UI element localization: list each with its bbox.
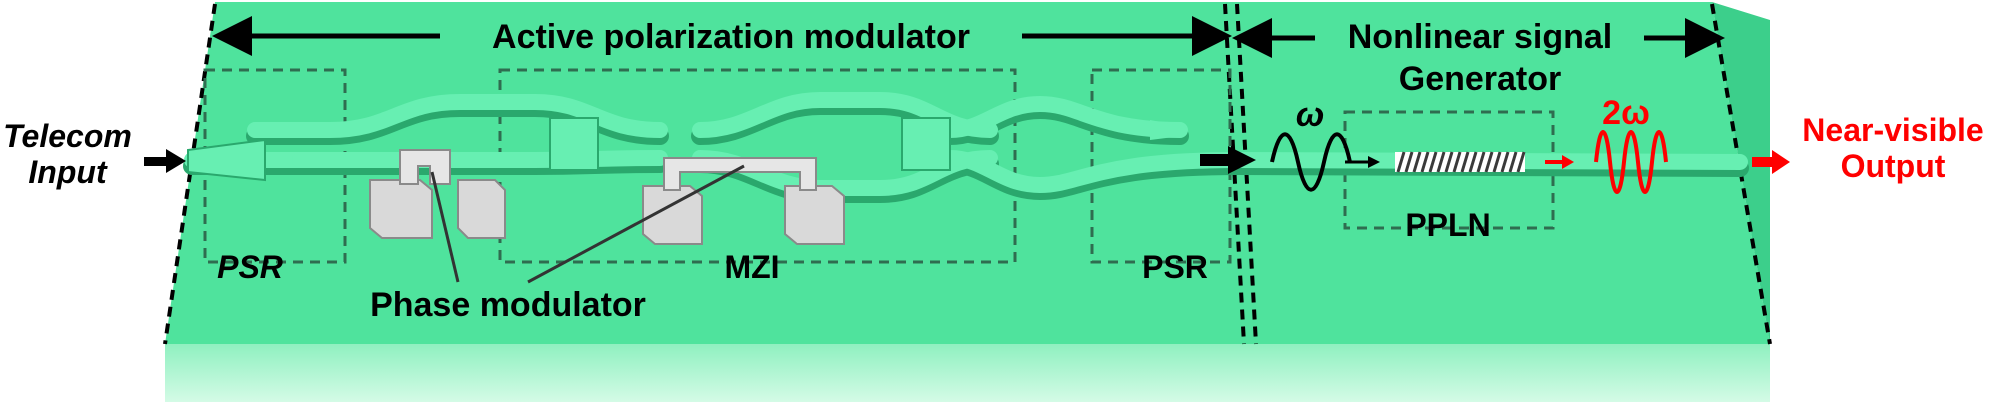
psr-right-label: PSR [1142, 249, 1208, 285]
near-visible-output-label: Near-visible Output [1790, 112, 1996, 184]
telecom-input-line2: Input [28, 154, 107, 190]
input-taper [187, 138, 266, 182]
chip-front-face [165, 344, 1770, 402]
phase-modulator-pointer-1 [430, 171, 460, 283]
modulator-output-arrow [1200, 146, 1256, 174]
output-arrow [1752, 150, 1790, 174]
phase-modulator-pointer-2 [527, 164, 745, 284]
mzi-electrode [642, 157, 845, 245]
omega-wave [1270, 132, 1352, 192]
modulator-title: Active polarization modulator [492, 18, 970, 56]
ppln-output-arrow [1545, 155, 1574, 169]
mmi-coupler-2 [901, 117, 951, 171]
telecom-input-line1: Telecom [3, 118, 132, 154]
phase-modulator-label: Phase modulator [370, 286, 646, 324]
psr-left-label: PSR [217, 249, 283, 285]
psr-right-box [1090, 68, 1232, 264]
telecom-input-label: Telecom Input [0, 118, 135, 190]
mzi-label: MZI [724, 249, 779, 285]
omega-label: ω [1296, 96, 1324, 134]
mmi-coupler-1 [549, 117, 599, 171]
near-visible-output-line1: Near-visible [1802, 112, 1984, 148]
two-omega-label: 2ω [1602, 94, 1650, 132]
near-visible-output-line2: Output [1840, 148, 1946, 184]
generator-title-line1: Nonlinear signal [1348, 18, 1613, 56]
ppln-label: PPLN [1405, 207, 1490, 243]
ppln-poling-pattern [1395, 151, 1526, 173]
two-omega-wave [1594, 130, 1668, 194]
psr-right-taper [1150, 120, 1182, 140]
ppln-box [1343, 110, 1555, 230]
generator-title-line2: Generator [1399, 60, 1562, 98]
phase-modulator-electrode-left [369, 149, 506, 239]
input-arrow [144, 149, 186, 173]
